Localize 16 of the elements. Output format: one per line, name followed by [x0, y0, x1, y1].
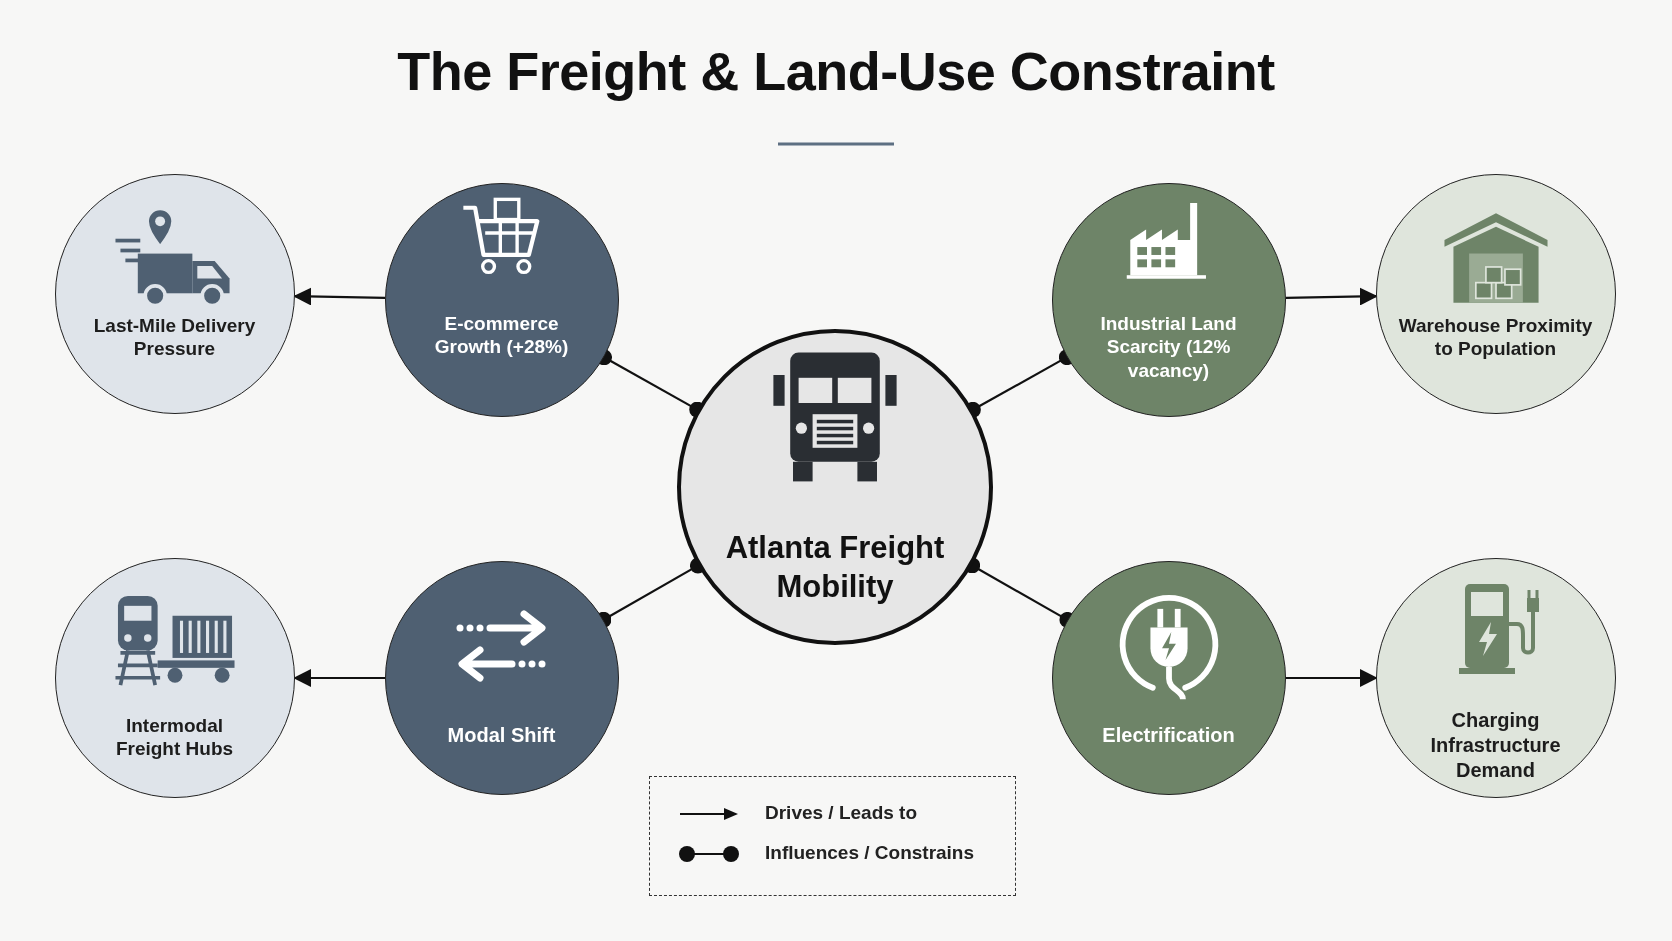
legend-label: Influences / Constrains — [765, 842, 975, 864]
arrow — [1286, 669, 1378, 687]
node-label: Atlanta Freight Mobility — [724, 529, 946, 606]
node-label: Charging Infrastructure Demand — [1429, 707, 1562, 783]
node-label: Electrification — [1101, 722, 1236, 748]
node-label: Modal Shift — [446, 722, 557, 748]
arrow — [1285, 287, 1378, 306]
node-label: Last-Mile Delivery Pressure — [92, 313, 257, 361]
arrow — [293, 669, 385, 687]
legend-label: Drives / Leads to — [765, 802, 918, 824]
node-label: Warehouse Proximity to Population — [1397, 313, 1594, 361]
node-label: Industrial Land Scarcity (12% vacancy) — [1099, 311, 1238, 383]
arrow — [293, 287, 386, 306]
node-label: E-commerce Growth (+28%) — [433, 311, 570, 359]
title: The Freight & Land-Use Constraint — [396, 40, 1276, 102]
node-label: Intermodal Freight Hubs — [114, 713, 235, 761]
